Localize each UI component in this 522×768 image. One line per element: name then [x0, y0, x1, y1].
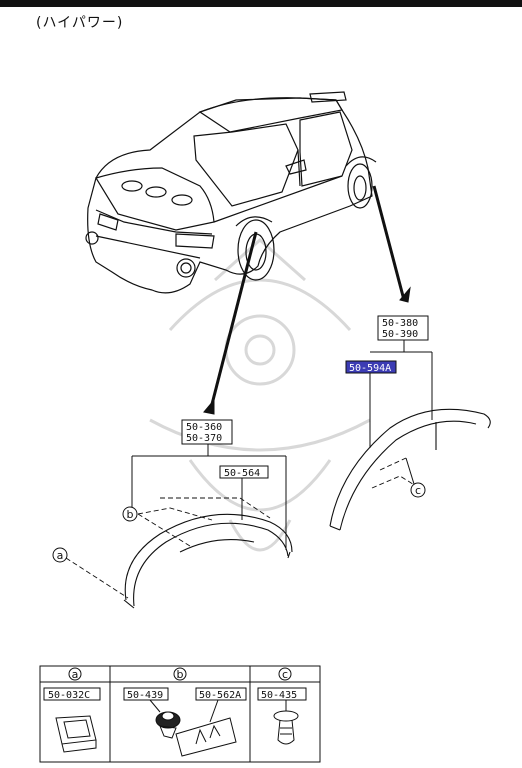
fastener-plate-icon	[175, 699, 237, 757]
part-number: 50-360	[186, 422, 222, 433]
front-dashed-leaders	[65, 497, 271, 599]
rear-dashed-leaders	[371, 457, 417, 489]
push-clip-icon	[273, 700, 299, 745]
top-black-bar	[0, 0, 522, 7]
callout-front-lower: 50-564	[219, 465, 269, 479]
legend-column-a: a 50-032C	[43, 667, 101, 753]
part-number: 50-435	[261, 690, 297, 701]
part-number: 50-380	[382, 318, 418, 329]
part-number: 50-439	[127, 690, 163, 701]
svg-text:b: b	[177, 668, 184, 681]
svg-text:a: a	[72, 668, 79, 681]
clip-square-icon	[55, 715, 97, 753]
svg-text:c: c	[282, 668, 288, 681]
page-subtitle: (ハイパワー)	[36, 15, 124, 31]
ref-letter-a: a	[52, 547, 68, 563]
callout-rear-lower-highlighted: 50-594A	[345, 360, 397, 374]
callout-rear-upper: 50-380 50-390	[377, 315, 429, 341]
part-number: 50-390	[382, 329, 418, 340]
part-number: 50-594A	[349, 363, 391, 374]
watermark-emblem	[149, 237, 371, 552]
svg-text:c: c	[415, 484, 421, 497]
front-callout-brackets	[131, 444, 287, 550]
grommet-icon	[149, 699, 181, 739]
rear-callout-brackets	[369, 340, 433, 448]
svg-text:a: a	[57, 549, 64, 562]
part-number: 50-562A	[199, 690, 241, 701]
part-number: 50-032C	[48, 690, 90, 701]
legend-table	[39, 665, 321, 763]
svg-text:b: b	[127, 508, 134, 521]
car-illustration	[85, 91, 377, 294]
rear-fender-flare	[329, 408, 491, 531]
legend-column-b: b 50-439 50-562A	[123, 667, 247, 757]
callout-front-upper: 50-360 50-370	[181, 419, 233, 445]
front-fender-flare	[123, 513, 293, 609]
ref-letter-c: c	[405, 457, 426, 498]
pointer-lines	[203, 185, 411, 415]
legend-column-c: c 50-435	[257, 667, 307, 745]
part-number: 50-564	[224, 468, 260, 479]
ref-letter-b: b	[122, 506, 138, 522]
part-number: 50-370	[186, 433, 222, 444]
